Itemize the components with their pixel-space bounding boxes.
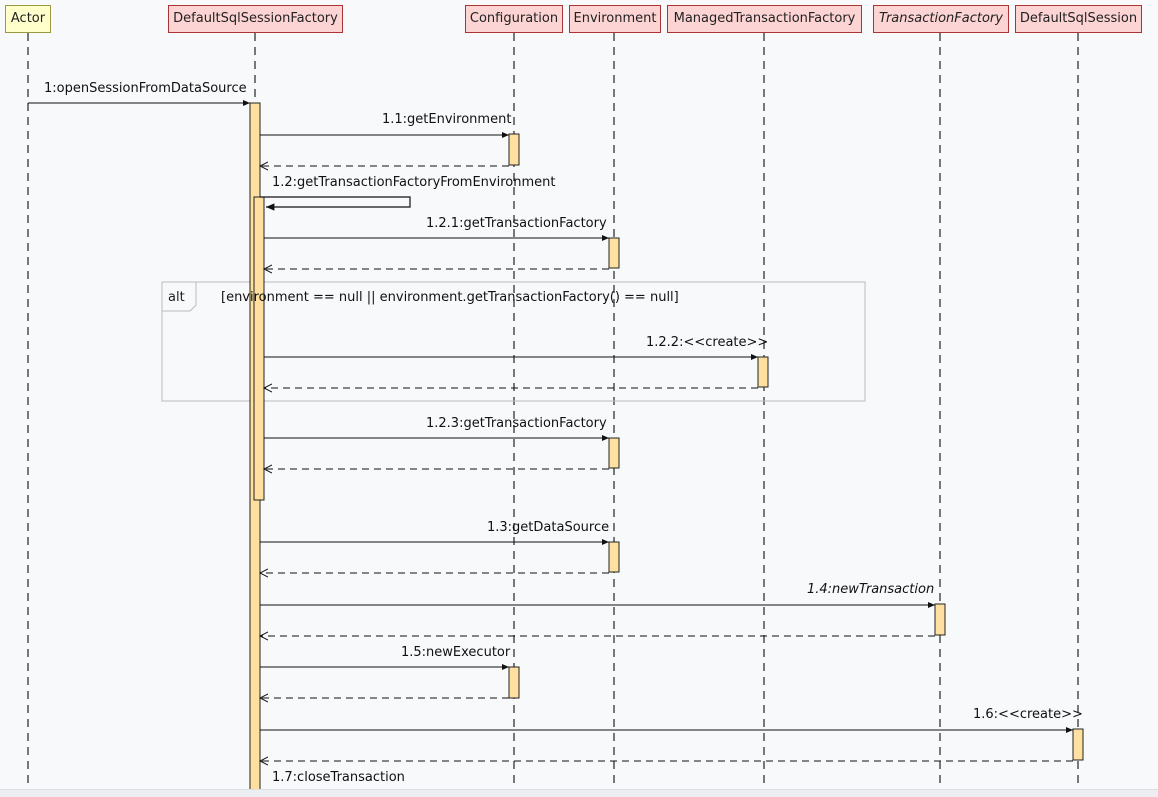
- message-label-1-7: 1.7:closeTransaction: [272, 770, 405, 785]
- lifeline-default-sql-session[interactable]: DefaultSqlSession: [1015, 5, 1142, 33]
- lifeline-managed-transaction-factory[interactable]: ManagedTransactionFactory: [667, 5, 862, 33]
- activation-env-3: [608, 541, 620, 573]
- lifeline-actor[interactable]: Actor: [5, 5, 51, 33]
- lifeline-configuration[interactable]: Configuration: [465, 5, 563, 33]
- fragment-frame: [161, 281, 866, 402]
- lifeline-environment[interactable]: Environment: [569, 5, 661, 33]
- activation-config-1: [508, 133, 520, 166]
- activation-mtf: [757, 356, 769, 388]
- message-label-1: 1:openSessionFromDataSource: [44, 81, 247, 96]
- fragment-operator: alt: [168, 290, 185, 305]
- lifeline-transaction-factory[interactable]: TransactionFactory: [873, 5, 1009, 33]
- message-label-1-2-2: 1.2.2:<<create>>: [646, 335, 769, 350]
- message-label-1-1: 1.1:getEnvironment: [382, 112, 512, 127]
- message-label-1-2-3: 1.2.3:getTransactionFactory: [426, 416, 607, 431]
- fragment-tab: [162, 282, 197, 312]
- lifeline-default-sql-session-factory[interactable]: DefaultSqlSessionFactory: [168, 5, 343, 33]
- activation-factory-nested: [253, 196, 265, 501]
- horizontal-scrollbar[interactable]: [0, 789, 1158, 797]
- message-label-1-2: 1.2:getTransactionFactoryFromEnvironment: [272, 175, 556, 190]
- message-label-1-5: 1.5:newExecutor: [401, 645, 511, 660]
- activation-session: [1072, 728, 1084, 761]
- message-label-1-6: 1.6:<<create>>: [973, 707, 1083, 722]
- activation-tf: [934, 603, 946, 636]
- activation-config-2: [508, 666, 520, 699]
- fragment-guard: [environment == null || environment.getT…: [221, 290, 679, 305]
- activation-env-2: [608, 437, 620, 469]
- activation-env-1: [608, 237, 620, 269]
- message-label-1-2-1: 1.2.1:getTransactionFactory: [426, 216, 607, 231]
- message-self-call-1-2: [260, 196, 411, 211]
- message-label-1-4: 1.4:newTransaction: [807, 582, 935, 597]
- message-label-1-3: 1.3:getDataSource: [487, 520, 610, 535]
